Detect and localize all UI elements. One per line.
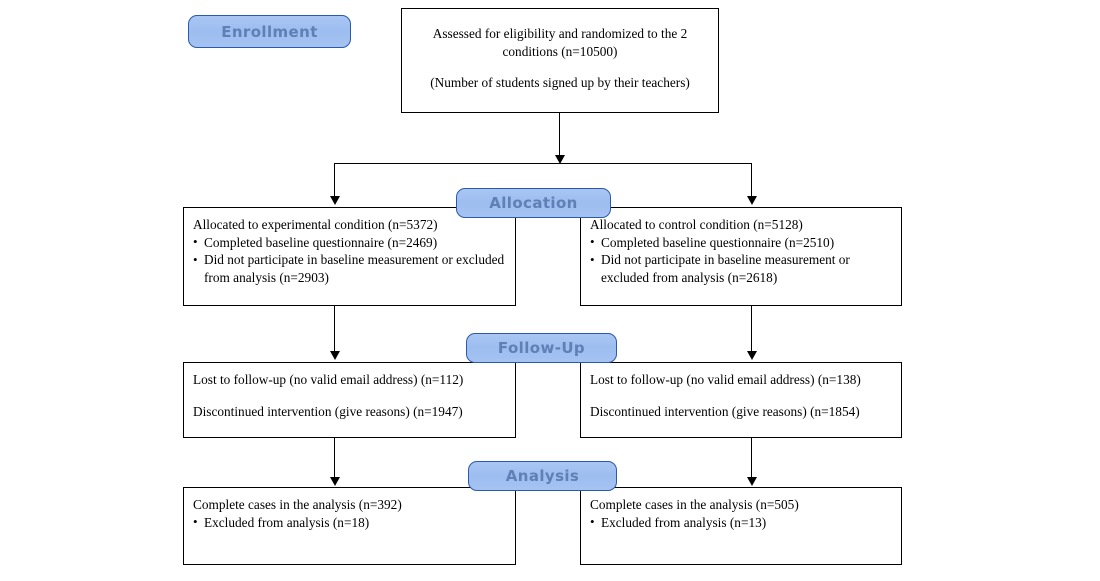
arrowhead-allocation-control <box>747 196 757 205</box>
allocation-box-experimental: Allocated to experimental condition (n=5… <box>183 207 516 306</box>
analysis-control-bullets: Excluded from analysis (n=13) <box>590 513 892 532</box>
connector-split-horizontal <box>334 163 752 164</box>
followup-experimental-line-2: Discontinued intervention (give reasons)… <box>193 403 463 419</box>
allocation-control-heading: Allocated to control condition (n=5128) <box>590 217 803 232</box>
enrollment-line-1: Assessed for eligibility and randomized … <box>432 26 688 41</box>
followup-control-line-2: Discontinued intervention (give reasons)… <box>590 403 860 419</box>
followup-box-control: Lost to follow-up (no valid email addres… <box>580 362 902 438</box>
list-item: Completed baseline questionnaire (n=2510… <box>590 233 892 252</box>
followup-control-line-1: Lost to follow-up (no valid email addres… <box>590 372 861 387</box>
connector-split-left-down <box>334 163 335 198</box>
analysis-experimental-heading: Complete cases in the analysis (n=392) <box>193 497 402 512</box>
followup-box-experimental: Lost to follow-up (no valid email addres… <box>183 362 516 438</box>
allocation-experimental-heading: Allocated to experimental condition (n=5… <box>193 217 438 232</box>
arrowhead-followup-control <box>747 351 757 360</box>
list-item: Excluded from analysis (n=13) <box>590 513 892 532</box>
list-item: Excluded from analysis (n=18) <box>193 513 506 532</box>
list-item: Did not participate in baseline measurem… <box>193 251 506 286</box>
arrowhead-enrollment-down <box>555 155 565 164</box>
stage-label-allocation: Allocation <box>456 188 611 218</box>
stage-label-enrollment-text: Enrollment <box>221 22 318 41</box>
followup-experimental-line-1: Lost to follow-up (no valid email addres… <box>193 372 464 387</box>
arrowhead-analysis-experimental <box>330 477 340 486</box>
list-item: Completed baseline questionnaire (n=2469… <box>193 233 506 252</box>
stage-label-followup: Follow-Up <box>466 333 617 363</box>
allocation-box-control: Allocated to control condition (n=5128) … <box>580 207 902 306</box>
connector-followup-control-down <box>751 438 752 480</box>
connector-enrollment-down <box>559 113 560 162</box>
stage-label-allocation-text: Allocation <box>489 194 578 212</box>
stage-label-enrollment: Enrollment <box>188 15 351 48</box>
stage-label-analysis-text: Analysis <box>505 467 580 485</box>
connector-allocation-experimental-down <box>334 306 335 353</box>
enrollment-box: Assessed for eligibility and randomized … <box>401 8 719 113</box>
allocation-experimental-bullets: Completed baseline questionnaire (n=2469… <box>193 233 506 287</box>
enrollment-line-3: (Number of students signed up by their t… <box>430 75 690 91</box>
analysis-experimental-bullets: Excluded from analysis (n=18) <box>193 513 506 532</box>
arrowhead-analysis-control <box>747 477 757 486</box>
connector-followup-experimental-down <box>334 438 335 480</box>
analysis-control-heading: Complete cases in the analysis (n=505) <box>590 497 799 512</box>
arrowhead-allocation-experimental <box>330 196 340 205</box>
stage-label-analysis: Analysis <box>468 461 617 491</box>
allocation-control-bullets: Completed baseline questionnaire (n=2510… <box>590 233 892 287</box>
list-item: Did not participate in baseline measurem… <box>590 251 892 286</box>
stage-label-followup-text: Follow-Up <box>497 339 586 357</box>
analysis-box-experimental: Complete cases in the analysis (n=392) E… <box>183 487 516 565</box>
connector-split-right-down <box>751 163 752 198</box>
analysis-box-control: Complete cases in the analysis (n=505) E… <box>580 487 902 565</box>
enrollment-line-2: conditions (n=10500) <box>502 43 618 59</box>
arrowhead-followup-experimental <box>330 351 340 360</box>
connector-allocation-control-down <box>751 306 752 353</box>
